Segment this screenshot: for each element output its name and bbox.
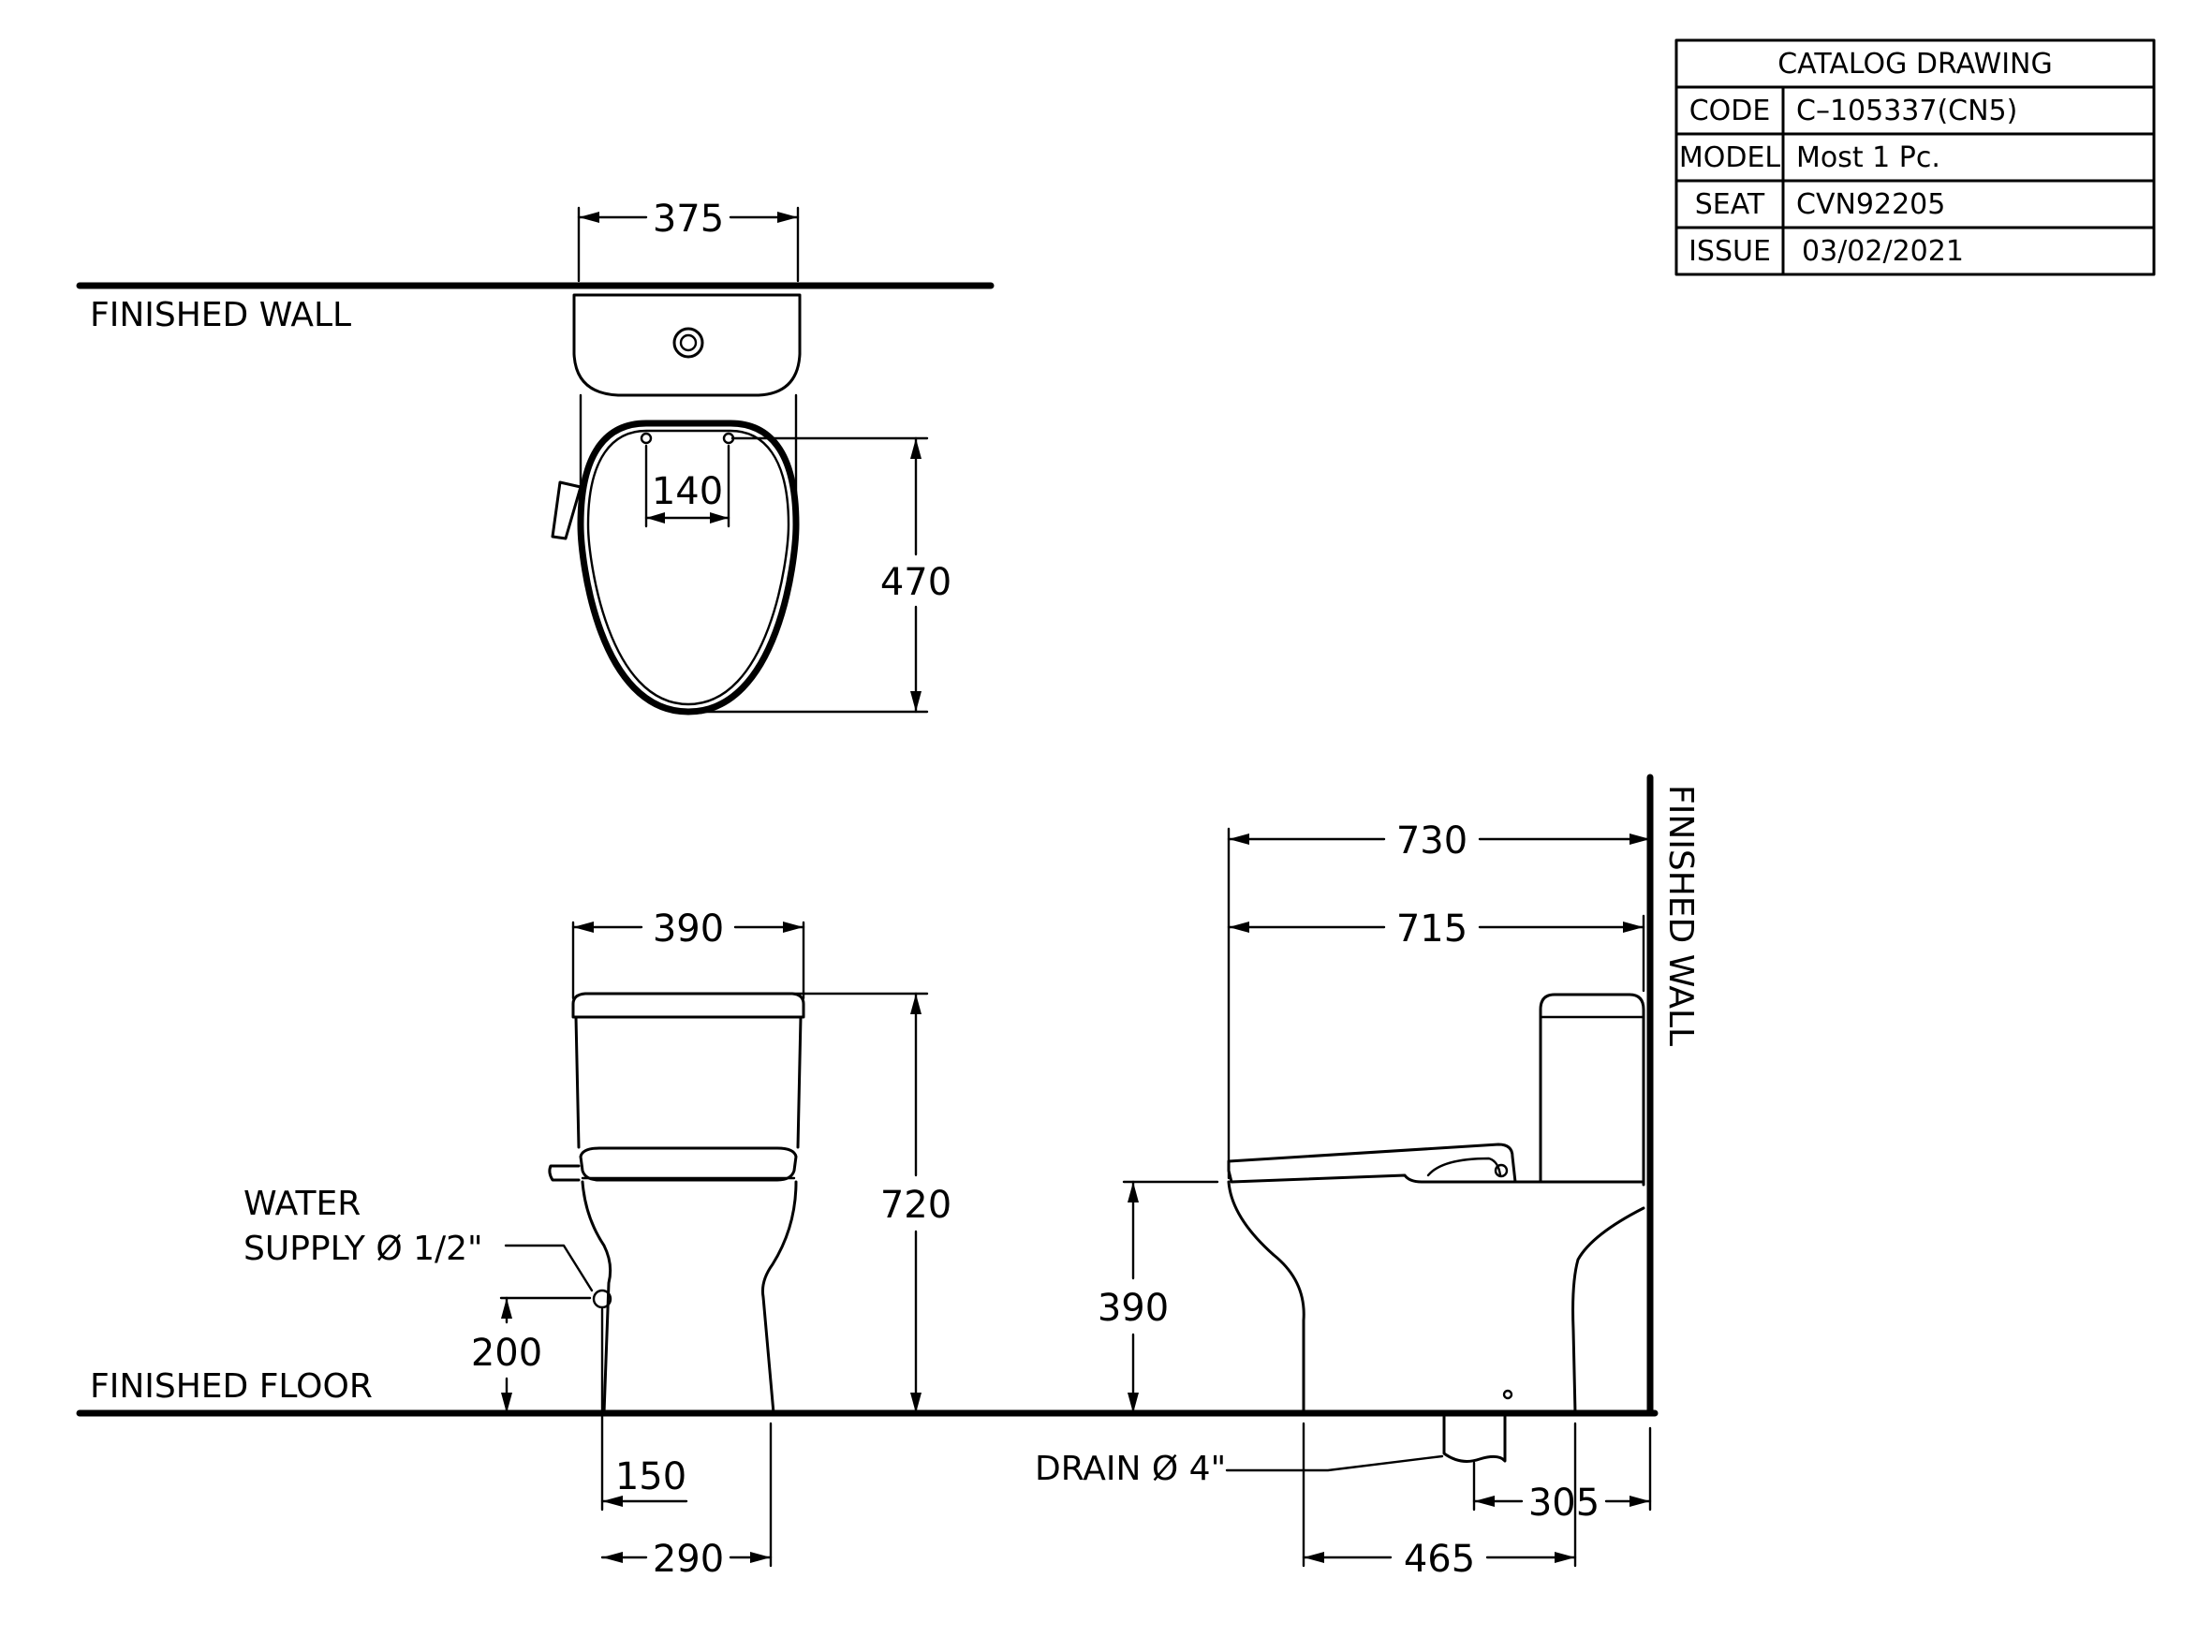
finished-wall-label-top: FINISHED WALL [90, 296, 351, 334]
bowl-side-back [1571, 1206, 1645, 1415]
dim-side-overall: 730 [1396, 819, 1467, 863]
flush-button-icon [672, 327, 704, 359]
code-label: CODE [1689, 95, 1771, 127]
issue-value: 03/02/2021 [1802, 235, 1964, 268]
seat-value: CVN92205 [1796, 188, 1945, 221]
finished-wall-label-side: FINISHED WALL [1661, 785, 1700, 1046]
front-view: 390 720 WATER SUPPLY Ø 1/2" 200 150 290 [243, 907, 951, 1581]
seat-front [579, 1146, 798, 1182]
water-supply-valve-icon [592, 1289, 612, 1309]
drain-outlet-icon [1442, 1415, 1507, 1463]
dim-front-width: 390 [653, 907, 724, 951]
lever-front-icon [548, 1164, 581, 1182]
hinge-hole-left [640, 432, 653, 445]
bowl-side-front [1227, 1180, 1305, 1415]
dim-top-width: 375 [653, 198, 724, 241]
top-view: FINISHED WALL 375 140 [76, 198, 995, 715]
model-label: MODEL [1679, 141, 1781, 174]
dim-supply-height: 200 [471, 1332, 542, 1375]
drain-label: DRAIN Ø 4" [1035, 1450, 1226, 1488]
flush-lever-icon [551, 480, 582, 540]
side-view: FINISHED WALL DRAIN Ø 4" 730 715 [1035, 774, 1700, 1581]
water-supply-label-line1: WATER [243, 1185, 361, 1223]
code-value: C–105337(CN5) [1796, 95, 2017, 127]
dim-front-height: 720 [880, 1184, 951, 1227]
tank-lid-front [571, 992, 805, 1019]
dim-supply-offset: 150 [615, 1455, 686, 1498]
model-value: Most 1 Pc. [1796, 141, 1940, 174]
dim-side-base: 465 [1404, 1538, 1475, 1581]
dim-drain-rough-in: 305 [1528, 1482, 1600, 1525]
dim-top-depth: 470 [880, 561, 951, 604]
title-block-header: CATALOG DRAWING [1777, 48, 2053, 81]
bolt-point [1502, 1389, 1513, 1400]
title-block: CATALOG DRAWING CODE C–105337(CN5) MODEL… [1674, 38, 2156, 276]
water-supply-label-line2: SUPPLY Ø 1/2" [243, 1230, 483, 1268]
dim-side-seat-height: 390 [1098, 1287, 1169, 1330]
tank-top-outline [572, 293, 802, 397]
seat-side [1227, 1143, 1517, 1184]
issue-label: ISSUE [1688, 235, 1771, 268]
seat-label: SEAT [1695, 188, 1765, 221]
dim-seat-holes: 140 [652, 470, 723, 513]
tank-front-outline [574, 1015, 803, 1149]
finished-floor-label: FINISHED FLOOR [90, 1367, 373, 1406]
seat-lid-top [577, 420, 800, 715]
tank-side-outline [1539, 993, 1645, 1187]
dim-side-seat: 715 [1396, 907, 1467, 951]
dim-base-width: 290 [653, 1538, 724, 1581]
pedestal-front [581, 1180, 798, 1415]
